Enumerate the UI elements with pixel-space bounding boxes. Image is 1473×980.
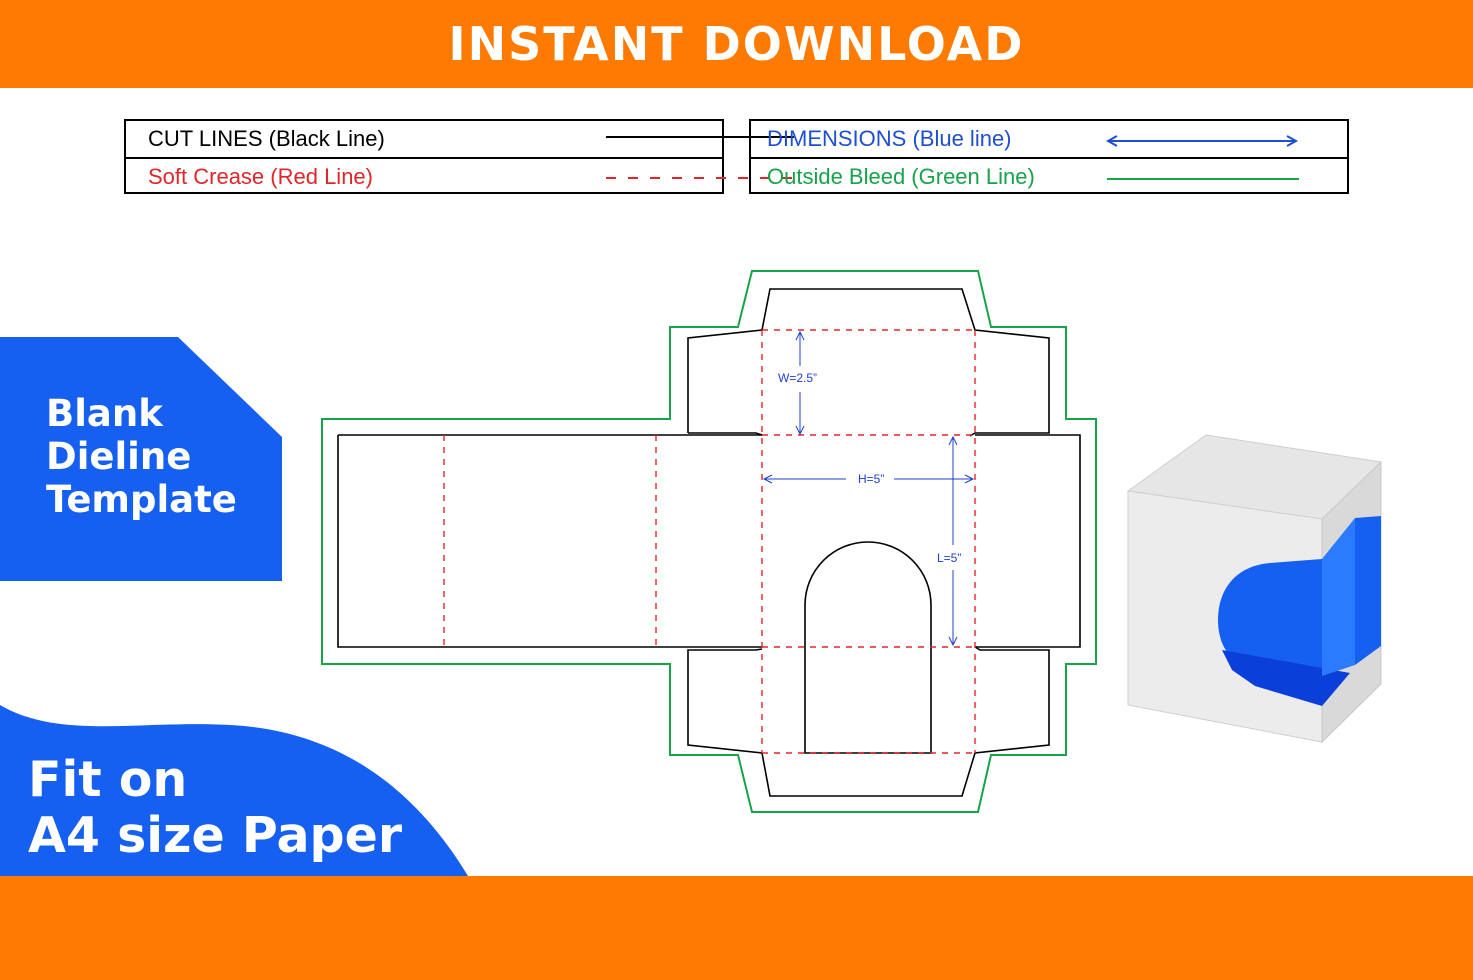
side-line-1: Blank xyxy=(46,392,163,435)
box-side-window xyxy=(1355,516,1381,665)
legend-row-cut: CUT LINES (Black Line) xyxy=(126,121,794,157)
fit-a4-panel xyxy=(0,705,468,876)
legend-row-bleed: Outside Bleed (Green Line) xyxy=(751,157,1347,195)
legend-cut-crease: CUT LINES (Black Line) Soft Crease (Red … xyxy=(124,119,794,195)
fit-a4-text: Fit on A4 size Paper xyxy=(28,752,402,864)
top-flap-left-edge xyxy=(688,432,763,436)
legend-bleed-label: Outside Bleed (Green Line) xyxy=(767,164,1035,189)
blank-dieline-panel xyxy=(0,337,282,581)
side-line-2: Dieline xyxy=(46,435,192,478)
bottom-banner xyxy=(0,876,1473,980)
side-line-3: Template xyxy=(46,478,237,521)
banner-title: INSTANT DOWNLOAD xyxy=(448,17,1025,71)
width-label: W=2.5” xyxy=(778,371,817,385)
cut-outline-main xyxy=(337,435,762,648)
length-label: L=5” xyxy=(937,551,961,565)
cut-line-sample xyxy=(606,136,794,138)
height-label: H=5” xyxy=(858,472,884,486)
legend-crease-label: Soft Crease (Red Line) xyxy=(148,164,373,189)
legend-row-crease: Soft Crease (Red Line) xyxy=(126,157,794,195)
bleed-line-sample xyxy=(1107,178,1299,180)
dimension-lines xyxy=(762,330,975,647)
fit-line-1: Fit on xyxy=(28,751,188,808)
window-cutout xyxy=(804,541,932,754)
right-panel-outline xyxy=(975,434,1081,648)
dimension-arrow-sample xyxy=(1105,135,1299,147)
fit-line-2: A4 size Paper xyxy=(28,807,402,864)
bleed-outline xyxy=(321,270,1097,813)
box-front-window xyxy=(1218,559,1322,676)
legend-dimension-bleed: DIMENSIONS (Blue line) Outside Bleed (Gr… xyxy=(749,119,1349,194)
box-window-depth xyxy=(1322,518,1355,676)
instant-download-banner: INSTANT DOWNLOAD xyxy=(0,0,1473,88)
legend-row-dimension: DIMENSIONS (Blue line) xyxy=(751,121,1347,157)
crease-lines xyxy=(443,329,976,754)
bottom-flap-outline xyxy=(687,646,1050,797)
top-flap-outline xyxy=(687,288,1050,437)
box-window-inner-shadow xyxy=(1222,650,1350,706)
legend-dimension-label: DIMENSIONS (Blue line) xyxy=(767,126,1012,151)
legend-cut-label: CUT LINES (Black Line) xyxy=(148,126,385,151)
blank-dieline-text: Blank Dieline Template xyxy=(46,392,237,521)
crease-line-sample xyxy=(606,177,794,179)
